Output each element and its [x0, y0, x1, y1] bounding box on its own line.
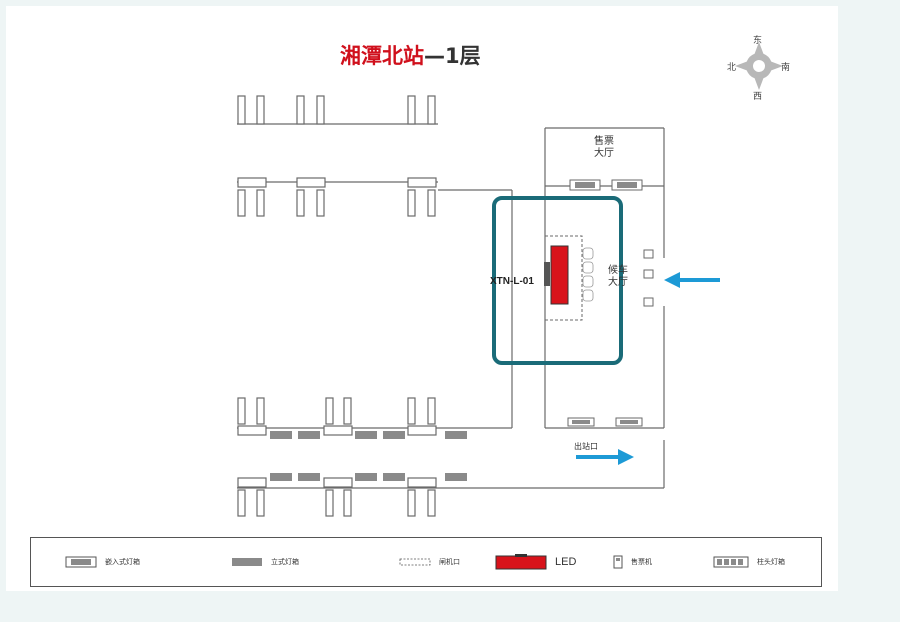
- embedded-lightbox-icon: [65, 556, 97, 568]
- legend-item-column-lightbox: 柱头灯箱: [713, 554, 785, 570]
- exit-label: 出站口: [574, 442, 598, 451]
- led-screen: [550, 245, 569, 305]
- legend-item-led: LED: [495, 554, 576, 570]
- map-legend: 嵌入式灯箱 立式灯箱 闸机口 LED 售票机 柱头灯箱: [30, 537, 822, 587]
- led-icon: [495, 554, 547, 570]
- legend-item-standing-lightbox: 立式灯箱: [231, 554, 299, 570]
- gate-icon: [399, 558, 431, 566]
- entrance-arrow-icon: [664, 272, 720, 288]
- ticket-hall-label: 售票 大厅: [594, 136, 614, 159]
- map-title: 湘潭北站—1层: [340, 40, 481, 70]
- floor-label: —1层: [424, 44, 481, 68]
- compass-south: 南: [781, 63, 791, 73]
- waiting-hall-label: 候车 大厅: [608, 265, 628, 288]
- media-code-label: XTN-L-01: [490, 276, 534, 287]
- compass-west: 西: [753, 92, 763, 102]
- compass-north: 北: [727, 63, 737, 73]
- legend-item-gate: 闸机口: [399, 554, 460, 570]
- legend-item-embedded-lightbox: 嵌入式灯箱: [65, 554, 140, 570]
- highlight-frame: [492, 196, 623, 365]
- compass-east: 东: [753, 36, 763, 46]
- column-lightbox-icon: [713, 556, 749, 568]
- exit-arrow-icon: [576, 449, 634, 465]
- ticket-machine-icon: [613, 555, 623, 569]
- map-canvas: [6, 6, 838, 591]
- standing-lightbox-icon: [232, 558, 262, 566]
- station-name: 湘潭北站: [340, 44, 424, 68]
- legend-item-ticket-machine: 售票机: [613, 554, 652, 570]
